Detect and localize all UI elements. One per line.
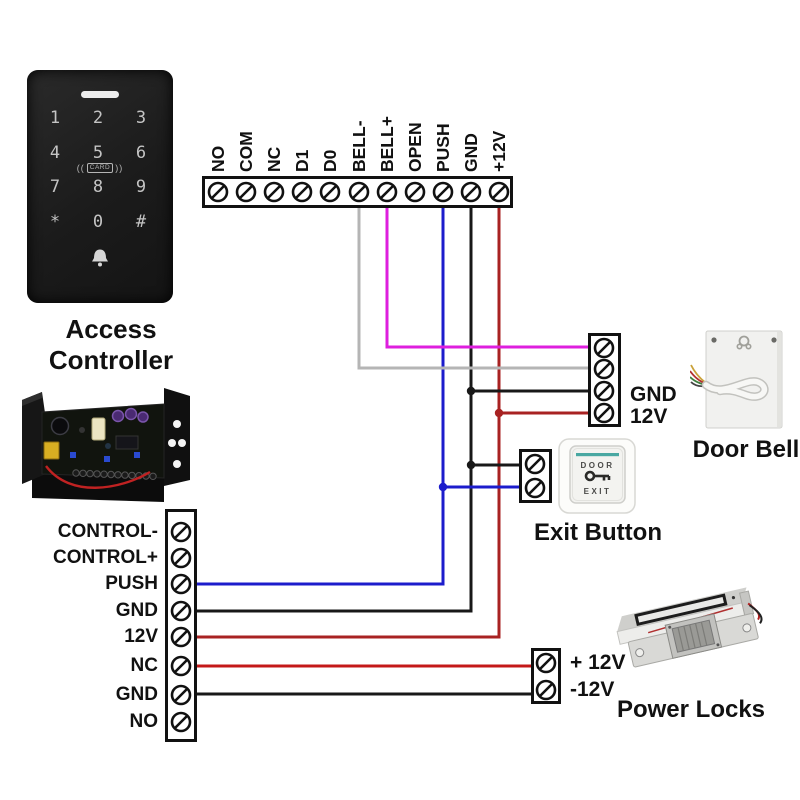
power-terminal-strip	[165, 509, 197, 742]
top-terminal-label: GND	[461, 133, 481, 172]
terminal-screw-nc	[170, 655, 192, 677]
keypad-key-8: 8	[92, 177, 104, 197]
terminal-screw-open	[404, 181, 426, 203]
wire-bell-minus	[357, 208, 590, 370]
terminal-screw-control-minus	[170, 521, 192, 543]
door-bell-caption: Door Bell	[692, 436, 800, 463]
junction-dot-gnd-exit	[466, 460, 476, 470]
keypad-key-hash: #	[135, 212, 147, 232]
exit-button-indicator-bar	[576, 453, 619, 457]
terminal-screw-no	[170, 711, 192, 733]
top-terminal-label: NO	[208, 145, 228, 172]
top-terminal-label: D0	[320, 149, 340, 172]
junction-dot-12v-bell	[494, 408, 504, 418]
terminal-screw-bell2	[593, 358, 615, 380]
top-terminal-label: NC	[264, 146, 284, 172]
access-controller-caption: Access Controller	[48, 314, 174, 375]
power-locks-devices	[616, 587, 763, 668]
wire-push	[196, 208, 445, 586]
terminal-screw-nc	[263, 181, 285, 203]
terminal-screw-lock-plus	[535, 652, 557, 674]
top-terminal-label: BELL+	[377, 116, 397, 172]
wire-bell-plus	[385, 208, 590, 349]
bottom-terminal-label: CONTROL+	[52, 547, 158, 568]
exit-button-door-text: DOOR	[581, 461, 615, 470]
top-terminal-label: BELL-	[349, 120, 369, 172]
terminal-screw-lock-minus	[535, 679, 557, 701]
bottom-terminal-label: GND	[115, 600, 158, 621]
terminal-screw-12v	[170, 626, 192, 648]
terminal-screw-control-plus	[170, 547, 192, 569]
terminal-screw-bell-gnd	[593, 380, 615, 402]
card-wave-left: ((	[76, 162, 85, 173]
card-reader-label: CARD	[86, 162, 114, 173]
terminal-screw-12v	[488, 181, 510, 203]
power-lock-terminal-block	[531, 648, 561, 704]
electric-strike-lock	[627, 613, 759, 668]
terminal-screw-no	[207, 181, 229, 203]
exit-button-terminal-block	[519, 449, 552, 503]
keypad-key-star: *	[49, 212, 61, 232]
terminal-screw-gnd	[460, 181, 482, 203]
terminal-screw-exit2	[524, 477, 546, 499]
bottom-terminal-label: CONTROL-	[57, 521, 158, 542]
top-terminal-label: PUSH	[433, 123, 453, 172]
power-lock-terminal-label: + 12V	[570, 651, 626, 674]
card-wave-right: ))	[115, 162, 124, 173]
power-lock-terminal-label: -12V	[570, 678, 615, 701]
exit-button-device: DOOR EXIT	[558, 438, 636, 514]
wire-gnd	[196, 208, 473, 613]
keypad-key-2: 2	[92, 108, 104, 128]
keypad-key-3: 3	[135, 108, 147, 128]
door-bell-device	[690, 330, 783, 429]
keypad-key-6: 6	[135, 143, 147, 163]
wire-12v	[196, 208, 501, 639]
terminal-screw-gnd2	[170, 684, 192, 706]
power-locks-caption: Power Locks	[616, 696, 766, 723]
key-icon	[584, 470, 611, 482]
bottom-terminal-label: PUSH	[105, 573, 158, 594]
terminal-screw-d0	[319, 181, 341, 203]
terminal-screw-push	[170, 573, 192, 595]
bottom-terminal-label: NO	[129, 711, 159, 732]
card-reader-zone: (( CARD ))	[27, 161, 173, 174]
bottom-terminal-label: GND	[115, 684, 158, 705]
exit-button-exit-text: EXIT	[584, 487, 612, 496]
door-bell-terminal-label: 12V	[630, 405, 668, 428]
access-controller-device: 1 2 3 4 5 6 7 8 9 * 0 # (( CARD ))	[27, 70, 173, 303]
bottom-terminal-label: NC	[130, 655, 158, 676]
keypad-key-0: 0	[92, 212, 104, 232]
junction-dot-push-exit	[438, 482, 448, 492]
keypad-key-1: 1	[49, 108, 61, 128]
terminal-screw-bell-12v	[593, 402, 615, 424]
keypad-key-9: 9	[135, 177, 147, 197]
top-terminal-label: OPEN	[405, 122, 425, 172]
terminal-screw-gnd	[170, 600, 192, 622]
terminal-screw-push	[432, 181, 454, 203]
doorbell-key-icon	[92, 249, 108, 267]
terminal-screw-com	[235, 181, 257, 203]
terminal-screw-bell-minus	[348, 181, 370, 203]
status-led-window	[81, 91, 119, 98]
junction-dot-gnd-bell	[466, 386, 476, 396]
keypad-key-5: 5	[92, 143, 104, 163]
terminal-screw-d1	[291, 181, 313, 203]
terminal-screw-bell-plus	[376, 181, 398, 203]
door-bell-terminal-label: GND	[630, 383, 677, 406]
keypad-key-7: 7	[49, 177, 61, 197]
top-terminal-label: COM	[236, 131, 256, 172]
terminal-screw-exit1	[524, 453, 546, 475]
keypad-key-4: 4	[49, 143, 61, 163]
top-terminal-label: +12V	[489, 130, 509, 172]
door-bell-terminal-block	[588, 333, 621, 427]
power-supply-unit	[22, 388, 190, 502]
terminal-screw-bell1	[593, 337, 615, 359]
top-terminal-label: D1	[292, 149, 312, 172]
exit-button-caption: Exit Button	[534, 519, 662, 546]
bottom-terminal-label: 12V	[124, 626, 158, 647]
controller-terminal-strip	[202, 176, 513, 208]
